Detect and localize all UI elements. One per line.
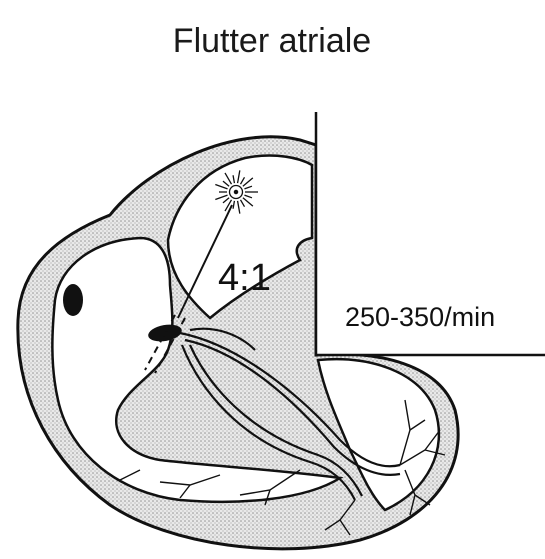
atrial-rate-label: 250-350/min <box>345 302 495 332</box>
atrial-rate-panel: 250-350/min <box>316 112 545 355</box>
diagram-title: Flutter atriale <box>173 22 371 60</box>
aortic-orifice <box>63 284 83 316</box>
conduction-ratio-label: 4:1 <box>218 257 271 299</box>
